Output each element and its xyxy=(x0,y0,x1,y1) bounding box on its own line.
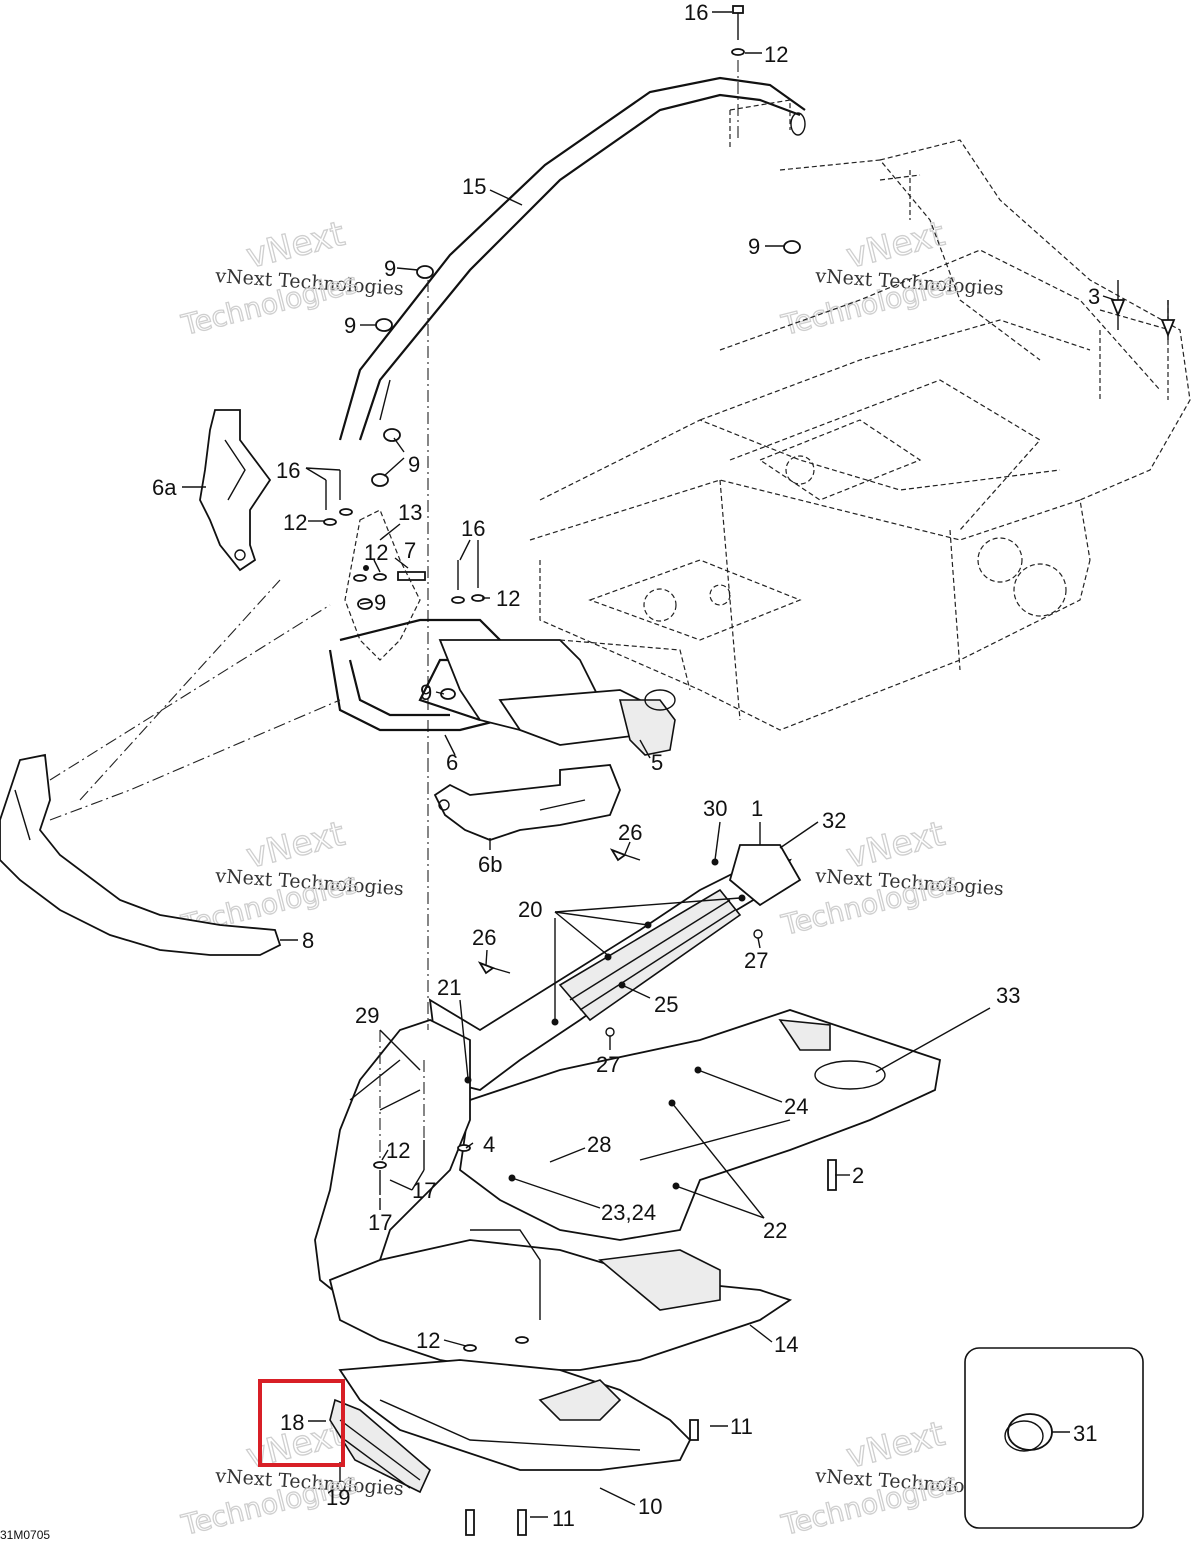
label-8: 8 xyxy=(302,928,314,953)
rivets xyxy=(373,760,837,1536)
label-16: 16 xyxy=(684,0,708,25)
skid-plate-14 xyxy=(328,1229,793,1371)
label-22: 22 xyxy=(763,1218,787,1243)
label-16: 16 xyxy=(276,458,300,483)
label-18: 18 xyxy=(280,1410,304,1435)
bracket-6a xyxy=(199,409,272,572)
bracket-6b xyxy=(433,764,621,841)
label-9: 9 xyxy=(384,256,396,281)
label-11: 11 xyxy=(730,1414,753,1439)
label-16: 16 xyxy=(461,516,485,541)
label-27: 27 xyxy=(744,948,768,973)
label-2: 2 xyxy=(852,1163,864,1188)
label-14: 14 xyxy=(774,1332,798,1357)
bolts-16-left xyxy=(323,470,485,604)
drawing-code: 31M0705 xyxy=(0,1528,50,1542)
label-31: 31 xyxy=(1073,1421,1097,1446)
reference-dots xyxy=(363,565,746,1190)
watermark-mid-right: vNext vNext Technologies Technologies xyxy=(777,813,1004,942)
label-6: 6 xyxy=(446,750,458,775)
label-13: 13 xyxy=(398,500,422,525)
label-10: 10 xyxy=(638,1494,662,1519)
side-panel-29 xyxy=(314,1019,471,1302)
label-25: 25 xyxy=(654,992,678,1017)
front-cover-1 xyxy=(428,844,802,1091)
label-12: 12 xyxy=(416,1328,440,1353)
label-28: 28 xyxy=(587,1132,611,1157)
label-23-24: 23,24 xyxy=(601,1200,656,1225)
label-20: 20 xyxy=(518,897,542,922)
label-29: 29 xyxy=(355,1003,379,1028)
label-4: 4 xyxy=(483,1132,495,1157)
label-26: 26 xyxy=(618,820,642,845)
label-11: 11 xyxy=(552,1506,575,1531)
label-33: 33 xyxy=(996,983,1020,1008)
label-15: 15 xyxy=(462,174,486,199)
push-pins-3 xyxy=(1110,280,1176,340)
label-27: 27 xyxy=(596,1052,620,1077)
leader-lines xyxy=(182,11,1116,1518)
chassis-frame xyxy=(529,139,1191,731)
label-19: 19 xyxy=(326,1485,350,1510)
bolt-16-top xyxy=(731,5,745,140)
ski-guard-8 xyxy=(0,579,341,956)
label-17: 17 xyxy=(412,1178,436,1203)
label-7: 7 xyxy=(404,538,416,563)
label-24: 24 xyxy=(784,1094,808,1119)
label-9: 9 xyxy=(748,234,760,259)
label-9: 9 xyxy=(420,680,432,705)
label-12: 12 xyxy=(283,510,307,535)
label-6a: 6a xyxy=(152,475,177,500)
label-9: 9 xyxy=(374,590,386,615)
part-labels: 16 12 15 9 9 9 3 9 6a 16 13 12 12 7 16 1… xyxy=(152,0,1100,1531)
wear-plate-10 xyxy=(338,1359,692,1471)
watermark-top-right: vNext vNext Technologies Technologies xyxy=(777,213,1004,342)
grille-18 xyxy=(329,1398,431,1494)
front-bumper-bracket xyxy=(328,509,691,756)
label-12: 12 xyxy=(364,540,388,565)
label-12: 12 xyxy=(386,1138,410,1163)
plug-31-inset xyxy=(964,1347,1144,1529)
label-6b: 6b xyxy=(478,852,502,877)
label-26: 26 xyxy=(472,925,496,950)
label-12: 12 xyxy=(764,42,788,67)
label-21: 21 xyxy=(437,975,461,1000)
belly-pan-24 xyxy=(459,1009,942,1241)
bumper-tube-15 xyxy=(338,76,806,441)
label-32: 32 xyxy=(822,808,846,833)
watermark-top-left: vNext vNext Technologies Technologies xyxy=(177,213,404,342)
label-30: 30 xyxy=(703,796,727,821)
label-9: 9 xyxy=(408,452,420,477)
label-1: 1 xyxy=(751,796,763,821)
label-3: 3 xyxy=(1088,284,1100,309)
highlight-box-18 xyxy=(258,1379,345,1467)
label-9: 9 xyxy=(344,313,356,338)
label-5: 5 xyxy=(651,750,663,775)
label-17: 17 xyxy=(368,1210,392,1235)
label-12: 12 xyxy=(496,586,520,611)
